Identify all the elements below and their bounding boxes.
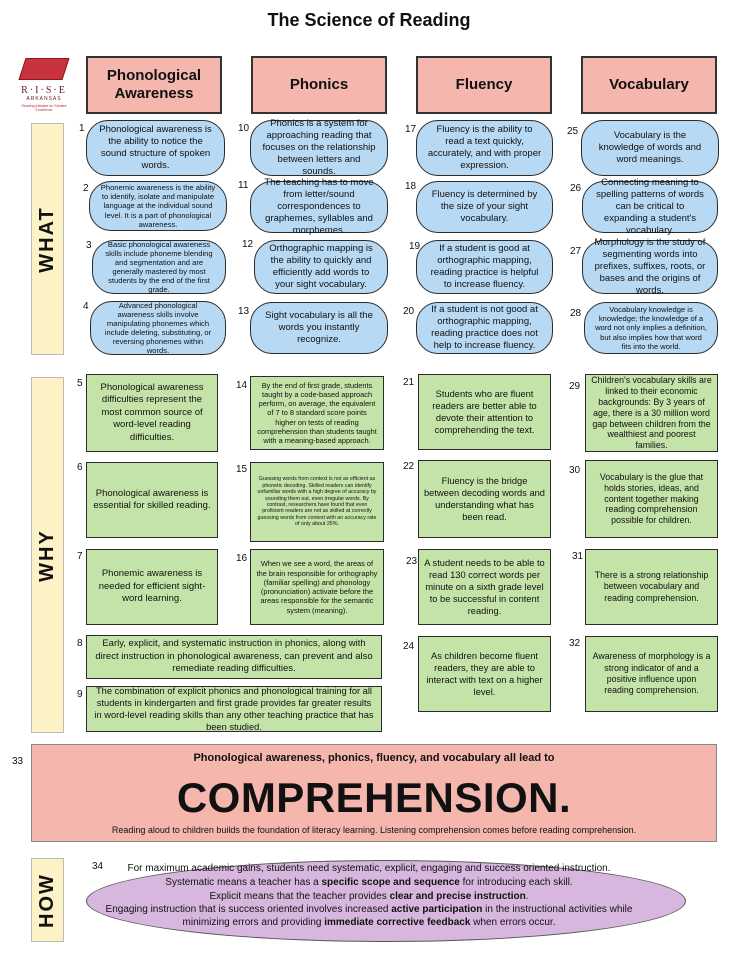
header-fluency: Fluency: [416, 56, 552, 114]
how-line: Engaging instruction that is success ori…: [105, 904, 633, 915]
what-item: Vocabulary is the knowledge of words and…: [581, 120, 719, 176]
what-item: Sight vocabulary is all the words you in…: [250, 302, 388, 354]
what-item: Phonics is a system for approaching read…: [250, 118, 388, 177]
why-item: Guessing words from context is not as ef…: [250, 462, 384, 542]
what-item: Vocabulary knowledge is knowledge; the k…: [584, 302, 718, 354]
what-item: If a student is not good at orthographic…: [416, 302, 553, 354]
section-how-label: HOW: [31, 858, 64, 942]
why-item: Vocabulary is the glue that holds storie…: [585, 460, 718, 538]
how-line: For maximum academic gains, students nee…: [127, 863, 611, 874]
what-item: Fluency is the ability to read a text qu…: [416, 120, 553, 176]
why-item: By the end of first grade, students taug…: [250, 376, 384, 450]
why-item: Early, explicit, and systematic instruct…: [86, 635, 382, 679]
what-item: The teaching has to move from letter/sou…: [250, 177, 388, 236]
header-phonological-awareness: Phonological Awareness: [86, 56, 222, 114]
page-title: The Science of Reading: [267, 10, 471, 30]
comprehension-number: 33: [12, 756, 24, 767]
comprehension-footer: Reading aloud to children builds the fou…: [111, 825, 637, 835]
why-item: Students who are fluent readers are bett…: [418, 374, 551, 450]
what-item: Phonological awareness is the ability to…: [86, 120, 225, 176]
comprehension-word: COMPREHENSION.: [176, 774, 572, 821]
why-item: The combination of explicit phonics and …: [86, 686, 382, 732]
why-item: When we see a word, the areas of the bra…: [250, 549, 384, 625]
how-number: 34: [92, 861, 104, 872]
how-oval: [86, 860, 686, 942]
section-what-label: WHAT: [31, 123, 64, 355]
why-item: As children become fluent readers, they …: [418, 636, 551, 712]
header-vocabulary: Vocabulary: [581, 56, 717, 114]
what-item: Orthographic mapping is the ability to q…: [254, 240, 388, 294]
what-item: If a student is good at orthographic map…: [416, 240, 553, 294]
logo-gem-icon: [18, 58, 70, 80]
what-item: Connecting meaning to spelling patterns …: [582, 177, 718, 236]
why-item: Phonological awareness is essential for …: [86, 462, 218, 538]
rise-logo: R·I·S·E ARKANSAS Reading Initiative for …: [14, 58, 74, 122]
what-item: Morphology is the study of segmenting wo…: [582, 237, 718, 296]
why-item: Awareness of morphology is a strong indi…: [585, 636, 718, 712]
why-item: A student needs to be able to read 130 c…: [418, 549, 551, 625]
header-phonics: Phonics: [251, 56, 387, 114]
why-item: There is a strong relationship between v…: [585, 549, 718, 625]
section-why-label: WHY: [31, 377, 64, 733]
why-item: Children's vocabulary skills are linked …: [585, 374, 718, 452]
what-item: Phonemic awareness is the ability to ide…: [89, 181, 227, 231]
how-line: minimizing errors and providing immediat…: [182, 917, 556, 928]
how-line: Explicit means that the teacher provides…: [209, 891, 529, 902]
what-item: Fluency is determined by the size of you…: [416, 181, 553, 233]
comprehension-banner: [31, 744, 717, 842]
what-item: Basic phonological awareness skills incl…: [92, 240, 226, 294]
why-item: Phonemic awareness is needed for efficie…: [86, 549, 218, 625]
why-item: Fluency is the bridge between decoding w…: [418, 460, 551, 538]
how-line: Systematic means a teacher has a specifi…: [165, 877, 573, 888]
comprehension-intro: Phonological awareness, phonics, fluency…: [193, 752, 555, 764]
why-item: Phonological awareness difficulties repr…: [86, 374, 218, 452]
what-item: Advanced phonological awareness skills i…: [90, 301, 226, 355]
